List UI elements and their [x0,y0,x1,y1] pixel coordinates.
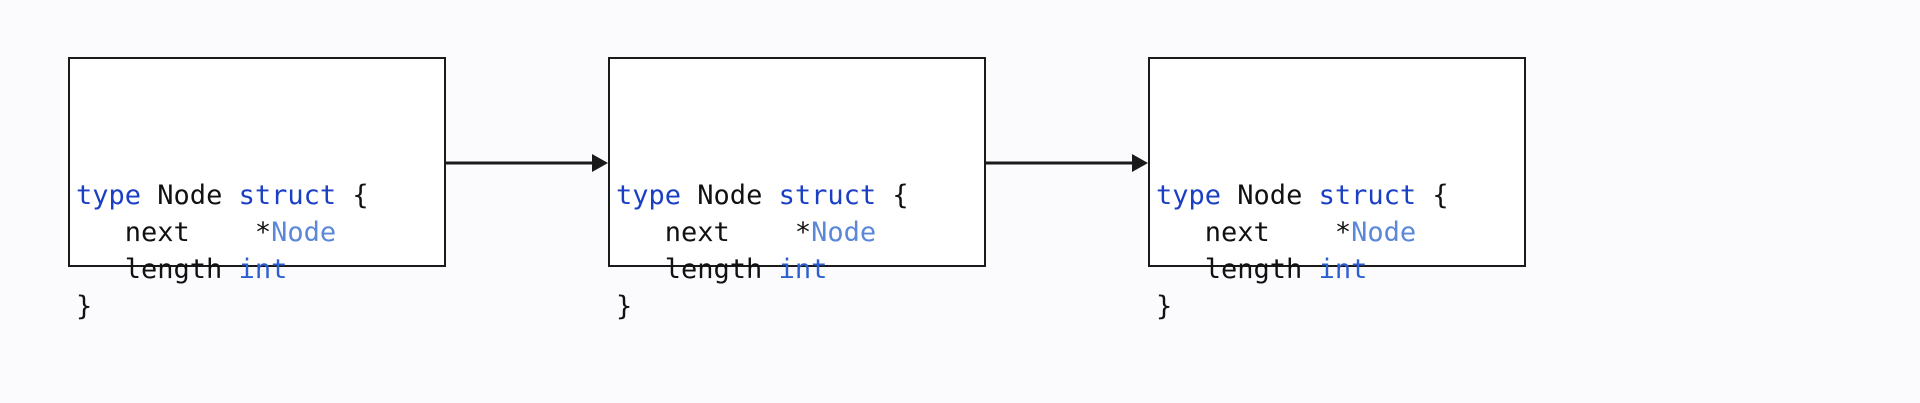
keyword-struct: struct [1318,180,1417,211]
code-line-3: length int [616,251,909,288]
code-line-2: next *Node [76,214,369,251]
node-box-1: type Node struct { next *Node length int… [68,57,446,322]
pointer-star: * [794,217,812,248]
code-line-1: type Node struct { [616,177,909,214]
struct-name: Node [1237,180,1303,211]
indent [1156,254,1205,285]
gap [1302,254,1318,285]
arrow-right-icon [986,154,1148,172]
keyword-type: type [76,180,142,211]
code-line-4: } [1156,288,1449,325]
code-block-1: type Node struct { next *Node length int… [76,103,369,399]
arrow-node1-to-node2 [446,148,608,178]
brace-close: } [1156,291,1173,322]
brace-open: { [1432,180,1449,211]
field-next: next [664,217,730,248]
gap [730,217,795,248]
field-next: next [1204,217,1270,248]
space [141,180,157,211]
keyword-struct: struct [238,180,337,211]
field-next: next [124,217,190,248]
struct-name: Node [157,180,223,211]
space [1302,180,1318,211]
gap [1270,217,1335,248]
gap [762,254,778,285]
builtin-int: int [1318,254,1368,285]
keyword-type: type [1156,180,1222,211]
type-ref-node: Node [271,217,337,248]
code-line-4: } [616,288,909,325]
brace-open: { [892,180,909,211]
arrow-node2-to-node3 [986,148,1148,178]
indent [76,217,125,248]
node-box-2: type Node struct { next *Node length int… [608,57,986,322]
brace-close: } [76,291,93,322]
gap [222,254,238,285]
space [876,180,892,211]
gap [190,217,255,248]
code-block-2: type Node struct { next *Node length int… [616,103,909,399]
pointer-star: * [254,217,272,248]
type-ref-node: Node [1351,217,1417,248]
code-line-1: type Node struct { [1156,177,1449,214]
code-line-2: next *Node [1156,214,1449,251]
space [222,180,238,211]
space [1416,180,1432,211]
space [1221,180,1237,211]
node-box-3: type Node struct { next *Node length int… [1148,57,1526,322]
indent [76,254,125,285]
field-length: length [1204,254,1303,285]
code-line-1: type Node struct { [76,177,369,214]
indent [616,254,665,285]
code-line-3: length int [1156,251,1449,288]
builtin-int: int [238,254,288,285]
field-length: length [664,254,763,285]
builtin-int: int [778,254,828,285]
code-line-2: next *Node [616,214,909,251]
keyword-struct: struct [778,180,877,211]
brace-open: { [352,180,369,211]
type-ref-node: Node [811,217,877,248]
code-block-3: type Node struct { next *Node length int… [1156,103,1449,399]
code-line-4: } [76,288,369,325]
space [336,180,352,211]
field-length: length [124,254,223,285]
arrow-right-icon [446,154,608,172]
indent [1156,217,1205,248]
indent [616,217,665,248]
space [762,180,778,211]
pointer-star: * [1334,217,1352,248]
space [681,180,697,211]
struct-name: Node [697,180,763,211]
keyword-type: type [616,180,682,211]
code-line-3: length int [76,251,369,288]
brace-close: } [616,291,633,322]
